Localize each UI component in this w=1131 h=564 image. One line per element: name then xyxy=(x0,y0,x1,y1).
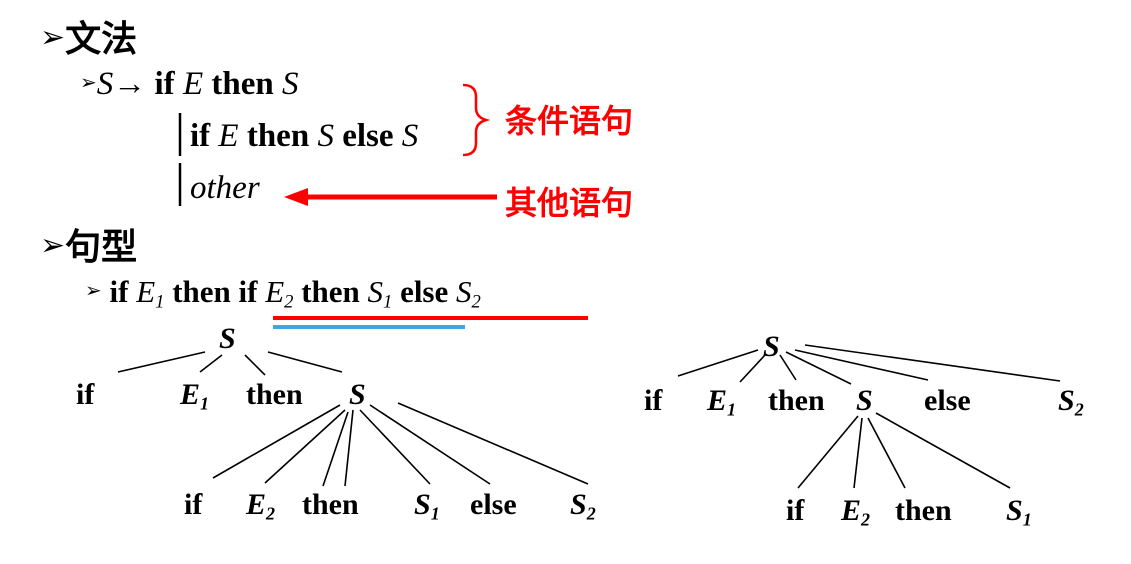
tree1-node-then: then xyxy=(246,378,303,411)
kw-then-inner: then xyxy=(301,274,360,309)
kw-then: then xyxy=(246,118,310,154)
heading-sentence: ➢句型 xyxy=(40,218,137,270)
nonterminal-s: S xyxy=(401,118,419,154)
bullet-arrow-icon: ➢ xyxy=(85,278,102,302)
kw-else: else xyxy=(342,118,394,154)
kw-if: if xyxy=(154,66,175,102)
tree2-node-e2: E2 xyxy=(841,494,871,530)
nonterminal-s: S xyxy=(281,66,299,102)
nonterminal-s2: S2 xyxy=(456,274,481,313)
tree1-root: S xyxy=(219,322,236,355)
sentence-form: ➢ if E1 then if E2 then S1 else S2 xyxy=(85,274,481,313)
kw-then: then xyxy=(172,274,231,309)
nonterminal-e2: E2 xyxy=(265,274,294,313)
brace-icon xyxy=(462,83,491,157)
grammar-production-2: if E then S else S xyxy=(190,118,418,155)
nonterminal-e: E xyxy=(182,66,204,102)
bullet-arrow-icon: ➢ xyxy=(40,228,66,263)
kw-then: then xyxy=(211,66,274,102)
kw-if: if xyxy=(190,118,211,154)
nonterminal-e1: E1 xyxy=(136,274,165,313)
tree2-node-s1: S1 xyxy=(1006,494,1032,530)
kw-if: if xyxy=(109,274,129,309)
heading-grammar: ➢文法 xyxy=(40,10,137,62)
kw-else: else xyxy=(400,274,449,309)
tree2-node-if-inner: if xyxy=(786,494,805,527)
tree2-node-s: S xyxy=(856,384,873,417)
tree1-node-s: S xyxy=(349,378,366,411)
nonterminal-s1: S1 xyxy=(367,274,393,313)
tree1-node-if: if xyxy=(76,378,95,411)
annotation-other: 其他语句 xyxy=(505,184,634,222)
tree2-node-then-inner: then xyxy=(895,494,952,527)
tree2-node-s2: S2 xyxy=(1058,384,1084,420)
bullet-arrow-icon: ➢ xyxy=(40,20,66,55)
tree1-node-e1: E1 xyxy=(180,378,210,414)
tree1-node-then-inner: then xyxy=(302,488,359,521)
arrow-left-icon xyxy=(284,188,308,206)
bullet-arrow-icon: ➢ xyxy=(80,70,97,94)
tree1-node-s1: S1 xyxy=(414,488,440,524)
tree2-node-else: else xyxy=(924,384,971,417)
grammar-production-3: other xyxy=(190,170,260,206)
tree1-edges xyxy=(117,351,589,487)
tree1-node-else: else xyxy=(470,488,517,521)
tree2-node-if: if xyxy=(644,384,663,417)
kw-if-inner: if xyxy=(238,274,258,309)
tree1-node-e2: E2 xyxy=(246,488,276,524)
nonterminal-e: E xyxy=(218,118,239,154)
nonterminal-s: S xyxy=(317,118,334,154)
tree2-root: S xyxy=(763,330,780,363)
tree1-node-s2: S2 xyxy=(570,488,596,524)
grammar-lhs: S xyxy=(96,66,114,102)
annotation-conditional: 条件语句 xyxy=(505,102,634,140)
heading-sentence-text: 句型 xyxy=(65,227,138,268)
grammar-production-1: ➢S→ if E then S xyxy=(80,66,298,103)
tree2-node-e1: E1 xyxy=(707,384,737,420)
tree2-edges xyxy=(677,344,1061,489)
tree1-node-if-inner: if xyxy=(184,488,203,521)
grammar-arrow: → xyxy=(113,66,147,102)
tree2-node-then: then xyxy=(768,384,825,417)
heading-grammar-text: 文法 xyxy=(65,19,138,60)
